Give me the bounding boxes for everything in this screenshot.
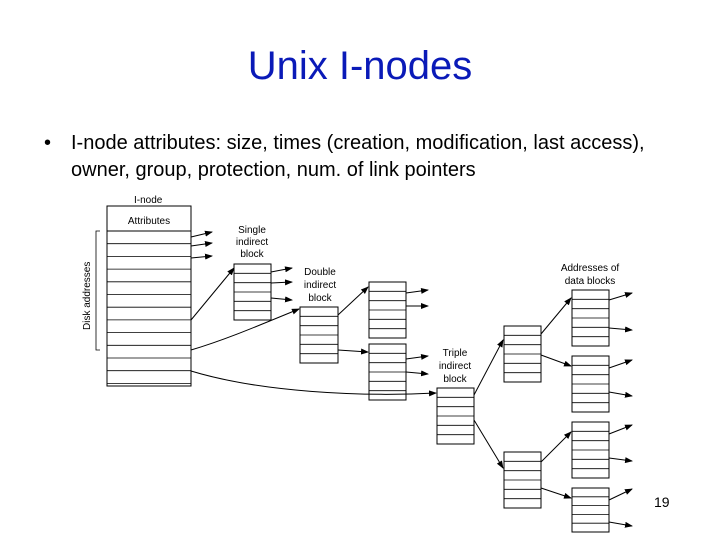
svg-text:Addresses of: Addresses of bbox=[561, 263, 620, 274]
inode-label: I-node bbox=[134, 195, 163, 206]
triple-indirect-block bbox=[436, 387, 475, 445]
double-indirect-block bbox=[299, 306, 339, 364]
triple-second-level-block-2 bbox=[503, 451, 542, 509]
disk-addresses-bracket: Disk addresses bbox=[82, 230, 100, 351]
direct-arrows bbox=[190, 230, 213, 260]
double-second-level-block-2 bbox=[368, 343, 407, 401]
bullet-text: I-node attributes: size, times (creation… bbox=[71, 132, 645, 181]
svg-text:Double: Double bbox=[304, 267, 336, 278]
svg-text:block: block bbox=[443, 374, 467, 385]
page-number: 19 bbox=[654, 494, 670, 510]
data-address-block-3 bbox=[571, 421, 610, 479]
single-indirect-block bbox=[233, 263, 272, 321]
data-address-block-4 bbox=[571, 487, 610, 533]
double-indirect-label: Double indirect block bbox=[304, 267, 336, 304]
bullet-dot: • bbox=[44, 132, 52, 154]
triple-second-level-block-1 bbox=[503, 325, 542, 383]
slide-title: Unix I-nodes bbox=[247, 44, 473, 88]
svg-text:block: block bbox=[308, 293, 332, 304]
single-indirect-label: Single indirect block bbox=[236, 225, 268, 260]
triple-indirect-label: Triple indirect block bbox=[439, 348, 471, 385]
attributes-label: Attributes bbox=[128, 216, 170, 227]
svg-text:block: block bbox=[240, 249, 264, 260]
svg-text:data blocks: data blocks bbox=[565, 276, 616, 287]
data-blocks-label: Addresses of data blocks bbox=[561, 263, 620, 287]
data-address-block-2 bbox=[571, 355, 610, 413]
disk-addresses-label: Disk addresses bbox=[82, 262, 93, 330]
svg-text:indirect: indirect bbox=[236, 237, 268, 248]
svg-text:Single: Single bbox=[238, 225, 266, 236]
svg-text:indirect: indirect bbox=[304, 280, 336, 291]
svg-text:indirect: indirect bbox=[439, 361, 471, 372]
svg-text:Triple: Triple bbox=[443, 348, 468, 359]
inode-block: Attributes bbox=[106, 205, 192, 387]
indirect-pointer-arrows bbox=[190, 266, 633, 528]
data-address-block-1 bbox=[571, 289, 610, 347]
double-second-level-block-1 bbox=[368, 281, 407, 339]
